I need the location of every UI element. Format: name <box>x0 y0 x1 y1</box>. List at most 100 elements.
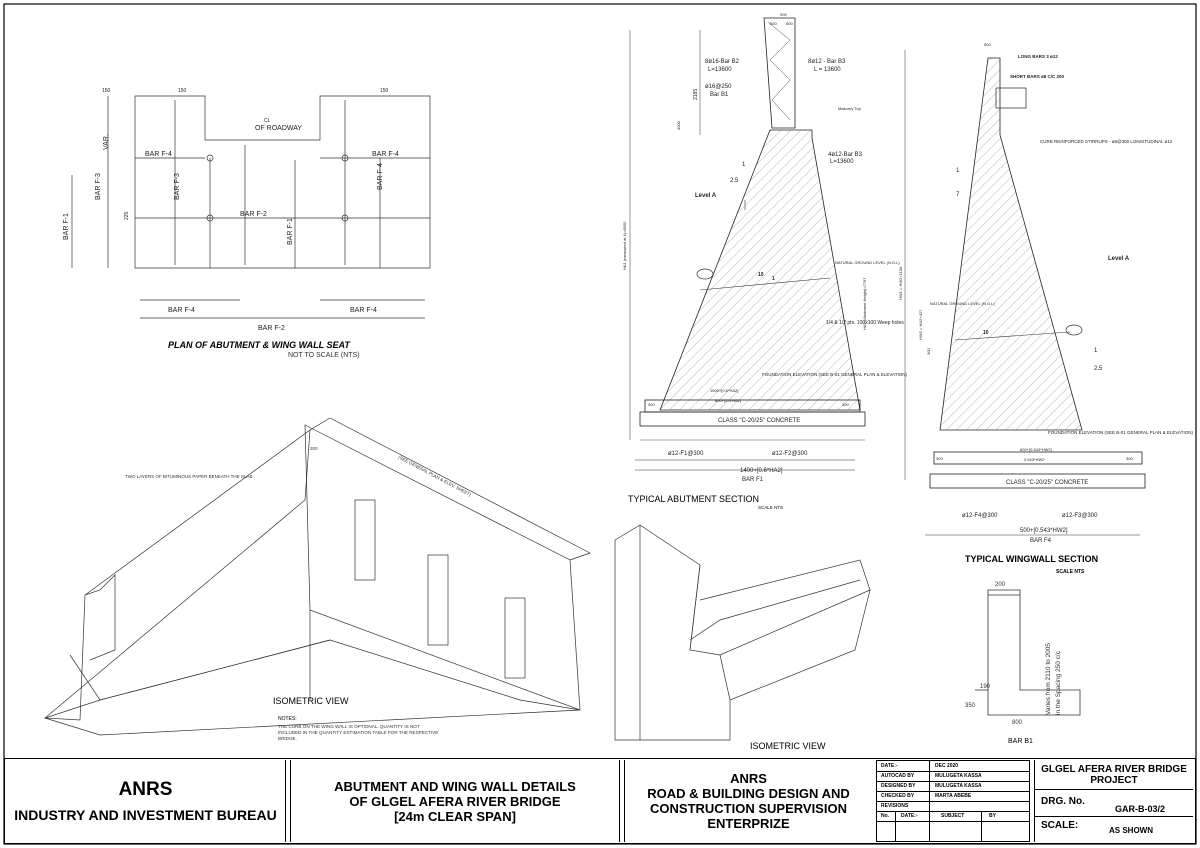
ww-concrete: CLASS "C-20/25" CONCRETE <box>1006 480 1088 486</box>
abut-width: 1400+[0.6*HA2] <box>740 468 783 474</box>
ww-width: 500+[0.543*HW2] <box>1020 528 1068 534</box>
ww-dim-10: 300 <box>926 348 931 355</box>
abut-weep: 1/4 & 1/2 pts. 100x100 Weep holes <box>826 320 904 326</box>
rev-by-header: BY <box>989 813 996 819</box>
drg-value: GAR-B-03/2 <box>1115 804 1166 814</box>
abut-b2-len: L=13600 <box>708 67 732 73</box>
abut-bar-b1b: Bar B1 <box>710 92 729 98</box>
enterprise-3: CONSTRUCTION SUPERVISION <box>650 801 847 816</box>
autocad-value: MULUGETA KASSA <box>935 773 982 779</box>
project-name-1: GLGEL AFERA RIVER BRIDGE <box>1041 763 1187 775</box>
checked-value: MARTA ABEBE <box>935 793 972 799</box>
plan-var: VAR. <box>103 134 110 150</box>
ww-dim-4: 300 <box>1126 456 1133 461</box>
abut-dim-1: 800+[0.6*HA2] <box>715 398 741 403</box>
abut-dim-12: 1 <box>772 276 775 282</box>
isometric-view-1 <box>43 417 591 736</box>
iso1-notes-heading: NOTES: <box>278 716 297 722</box>
enterprise-2: ROAD & BUILDING DESIGN AND <box>647 786 850 801</box>
plan-bar-f4-c: BAR F-4 <box>168 307 195 314</box>
ww-bar-f4: BAR F4 <box>1030 538 1052 544</box>
title-block-frame <box>4 758 1196 844</box>
ww-dim-5: 1 <box>956 168 960 174</box>
ww-dim-9: 2.5 <box>1094 366 1103 372</box>
abut-f2: ø12-F2@300 <box>772 451 808 457</box>
abutment-labels: 8ø16-Bar B2 L=13600 8ø12 - Bar B3 L = 13… <box>622 12 907 483</box>
ww-dim-8: 1 <box>1094 348 1098 354</box>
ww-level-a: Level A <box>1108 256 1130 262</box>
bar-b1-title: BAR B1 <box>1008 738 1033 745</box>
designed-value: MULUGETA KASSA <box>935 783 982 789</box>
drawing-title-cell: ABUTMENT AND WING WALL DETAILS OF GLGEL … <box>290 760 620 842</box>
org-cell: ANRS INDUSTRY AND INVESTMENT BUREAU <box>6 760 286 842</box>
drawing-title-3: [24m CLEAR SPAN] <box>394 808 516 824</box>
abut-foundation: FOUNDATION ELEVATION (SEE B-01 GENERAL P… <box>762 372 907 377</box>
date-value: DEC 2020 <box>935 763 959 769</box>
ww-short-bars: SHORT BARS ø8 C/C 200 <box>1010 74 1065 79</box>
autocad-label: AUTOCAD BY <box>881 773 915 779</box>
project-block: GLGEL AFERA RIVER BRIDGE PROJECT DRG. No… <box>1034 760 1193 842</box>
plan-bar-f1-inner: BAR F-1 <box>287 218 294 245</box>
plan-bar-f4-b: BAR F-4 <box>372 151 399 158</box>
wingwall-labels: LONG BARS 3 ø12 SHORT BARS ø8 C/C 200 CU… <box>898 42 1193 544</box>
b1-dim-200: 200 <box>995 582 1006 588</box>
enterprise-cell: ANRS ROAD & BUILDING DESIGN AND CONSTRUC… <box>624 760 872 842</box>
plan-bar-f2-a: BAR F-2 <box>240 211 267 218</box>
org-name-1: ANRS <box>118 779 173 800</box>
abut-bar-f1: BAR F1 <box>742 477 764 483</box>
plan-view <box>71 95 431 319</box>
ww-dim-0: 500 <box>984 42 991 47</box>
ww-foundation: FOUNDATION ELEVATION (SEE B-01 GENERAL P… <box>1048 430 1193 435</box>
abut-dim-3: 300 <box>842 402 849 407</box>
abut-ngl: NATURAL GROUND LEVEL (N.G.L) <box>835 260 900 265</box>
iso1-paper: TWO LAYERS OF BITUMINOUS PAPER BENEATH T… <box>125 474 252 479</box>
scale-value: AS SHOWN <box>1109 826 1153 835</box>
abutment-section <box>629 17 866 471</box>
bar-b1-labels: 200 190 350 800 Varies from 2110 to 2005… <box>965 582 1062 726</box>
abut-dim-9: 2185 <box>693 89 699 100</box>
b1-dim-350: 350 <box>965 703 976 709</box>
b1-spacing: in the Spacing 250 c/c <box>1055 650 1062 715</box>
abut-dim-6: 600 <box>786 21 793 26</box>
abut-masonry: Masonry Top <box>838 106 862 111</box>
ww-dim-6: 7 <box>956 192 960 198</box>
b1-varies: Varies from 2110 to 2005 <box>1045 643 1052 715</box>
ww-curb: CURB REINFORCED STIRRUPS - ø8@300 LONGIT… <box>1040 139 1173 144</box>
enterprise-1: ANRS <box>730 771 767 786</box>
plan-cl-mark: CL <box>264 118 271 124</box>
plan-dim-150c: 150 <box>380 88 389 94</box>
bar-b1-detail <box>975 589 1081 716</box>
abutment-scale: SCALE NTS <box>758 505 783 510</box>
abut-dim-5: 500 <box>770 21 777 26</box>
abut-f1: ø12-F1@300 <box>668 451 704 457</box>
revision-table: DATE:- DEC 2020 AUTOCAD BY MULUGETA KASS… <box>876 760 1030 842</box>
plan-bar-f3: BAR F-3 <box>95 173 102 200</box>
abut-bar-b2: 8ø16-Bar B2 <box>705 59 740 65</box>
project-name-2: PROJECT <box>1090 774 1138 786</box>
abut-dim-14: 1 <box>742 162 746 168</box>
plan-bar-f3-inner: BAR F-3 <box>174 173 181 200</box>
plan-labels: OF ROADWAY CL BAR F-4 BAR F-4 BAR F-2 BA… <box>63 88 399 332</box>
abut-bar-b3: 8ø12 - Bar B3 <box>808 59 846 65</box>
plan-cl-roadway: OF ROADWAY <box>255 125 302 132</box>
date-label: DATE:- <box>881 763 898 769</box>
iso1-dim-300: 300 <box>310 446 318 451</box>
abut-concrete: CLASS "C-20/25" CONCRETE <box>718 418 800 424</box>
b1-dim-800: 800 <box>1012 720 1023 726</box>
plan-bar-f2-b: BAR F-2 <box>258 325 285 332</box>
enterprise-4: ENTERPRIZE <box>707 816 790 831</box>
ww-dim-7: 10 <box>983 330 989 336</box>
plan-bar-f1: BAR F-1 <box>63 213 70 240</box>
b1-dim-190: 190 <box>980 684 991 690</box>
ww-hw1: HW1 = HW2+1100 <box>898 266 903 300</box>
revisions-label: REVISIONS <box>881 803 909 809</box>
abut-level-a: Level A <box>695 193 717 199</box>
drawing-title-2: OF GLGEL AFERA RIVER BRIDGE <box>349 793 561 809</box>
checked-label: CHECKED BY <box>881 793 915 799</box>
ww-dim-1: 600+[0.543*HW2] <box>1020 447 1052 452</box>
iso1-title: ISOMETRIC VIEW <box>273 696 349 706</box>
ww-hw2: HW2 = HA2+427 <box>918 309 923 340</box>
abut-bar-b1: ø16@250 <box>705 84 732 90</box>
abut-dim-11: 10 <box>758 272 764 278</box>
